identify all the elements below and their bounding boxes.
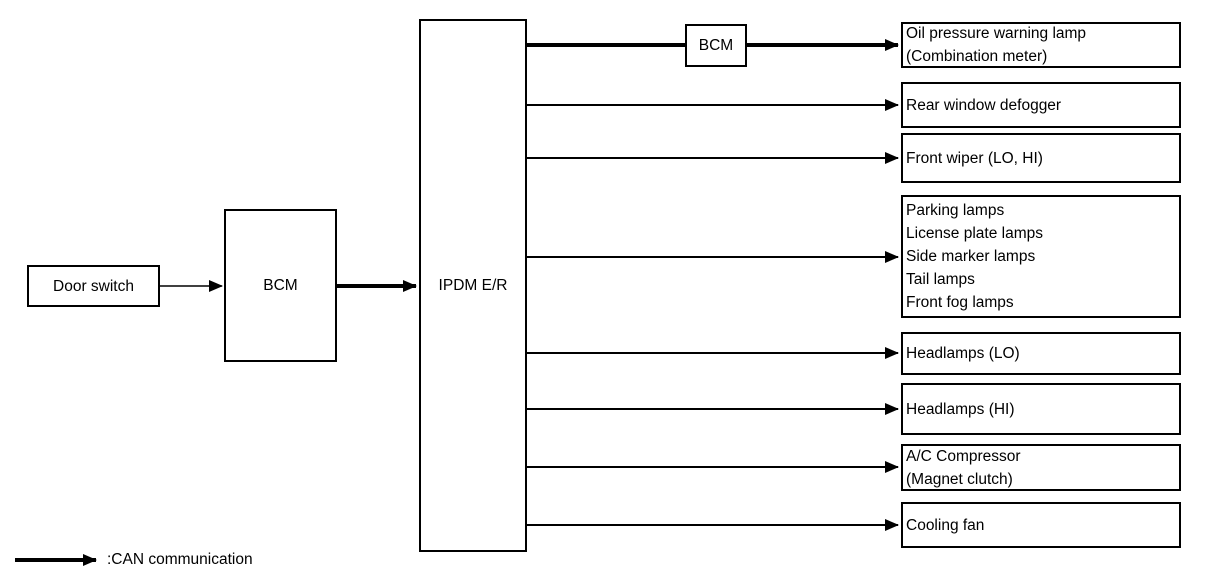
output-label: Headlamps (LO) [906, 345, 1020, 362]
node-door-switch-label: Door switch [53, 277, 134, 295]
output-box-headlamps-hi: Headlamps (HI) [901, 383, 1181, 435]
node-bcm-main: BCM [224, 209, 337, 362]
node-door-switch: Door switch [27, 265, 160, 307]
output-box-parking-lamps-group: Parking lamps License plate lamps Side m… [901, 195, 1181, 318]
output-box-cooling-fan: Cooling fan [901, 502, 1181, 548]
legend-can-communication-label: :CAN communication [107, 551, 253, 568]
output-label: Rear window defogger [906, 96, 1062, 114]
node-bcm-gateway: BCM [685, 24, 747, 67]
node-ipdm-er-label: IPDM E/R [438, 277, 508, 294]
output-label: Cooling fan [906, 516, 985, 534]
node-ipdm-er: IPDM E/R [419, 19, 527, 552]
output-box-rear-window-defogger: Rear window defogger [901, 82, 1181, 128]
output-label: Headlamps (HI) [906, 400, 1015, 418]
output-label: A/C Compressor (Magnet clutch) [906, 447, 1021, 488]
node-bcm-main-label: BCM [263, 277, 298, 294]
output-box-front-wiper: Front wiper (LO, HI) [901, 133, 1181, 183]
output-box-headlamps-lo: Headlamps (LO) [901, 332, 1181, 375]
output-label: Parking lamps License plate lamps Side m… [906, 202, 1043, 311]
output-label: Oil pressure warning lamp (Combination m… [906, 25, 1087, 65]
output-box-ac-compressor: A/C Compressor (Magnet clutch) [901, 444, 1181, 491]
output-box-oil-pressure-warning-lamp: Oil pressure warning lamp (Combination m… [901, 22, 1181, 68]
output-label: Front wiper (LO, HI) [906, 149, 1043, 167]
node-bcm-gateway-label: BCM [698, 37, 734, 54]
